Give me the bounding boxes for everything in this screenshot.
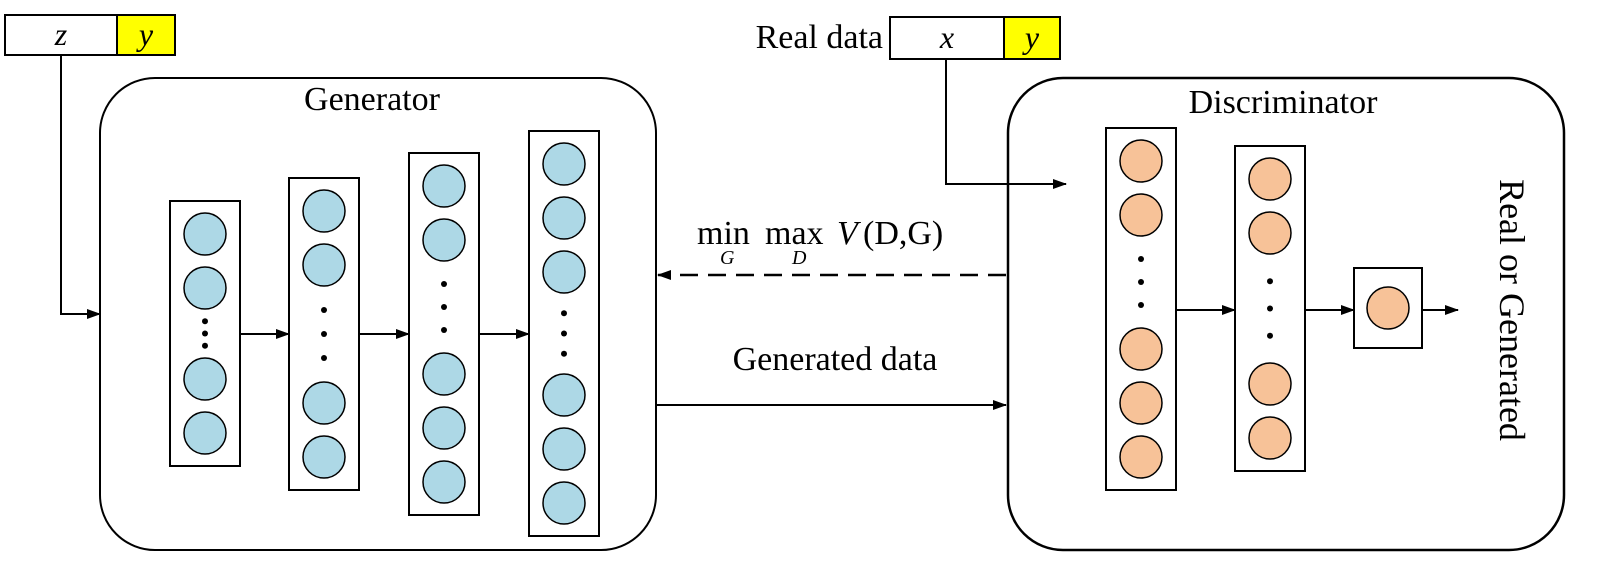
condition-y-label: y [136, 16, 154, 52]
real-condition-y-label: y [1022, 19, 1040, 55]
generator-neuron [422, 406, 466, 450]
objective-max-sub: D [791, 247, 807, 269]
objective-func: V [837, 215, 862, 252]
discriminator-neuron [1248, 416, 1292, 460]
generator-ellipsis-dot [202, 330, 208, 337]
generator-neuron [422, 164, 466, 208]
discriminator-neuron [1119, 381, 1163, 425]
generator-ellipsis-dot [441, 327, 447, 333]
generator-ellipsis-dot [441, 304, 447, 310]
generator-neuron [183, 357, 227, 401]
discriminator-ellipsis-dot [1138, 279, 1144, 285]
discriminator-box [1006, 76, 1566, 552]
discriminator-ellipsis-dot [1138, 256, 1144, 262]
network-layers [169, 127, 1459, 537]
noise-z-label: z [54, 16, 68, 52]
discriminator-ellipsis-dot [1138, 302, 1144, 308]
generator-ellipsis-dot [561, 330, 567, 337]
generator-ellipsis-dot [202, 342, 208, 349]
generator-ellipsis-dot [561, 350, 567, 357]
generator-input-box: z y [4, 14, 176, 56]
generator-ellipsis-dot [441, 281, 447, 287]
generator-neuron [542, 481, 586, 525]
discriminator-neuron [1119, 139, 1163, 183]
generator-neuron [542, 427, 586, 471]
generator-neuron [183, 411, 227, 455]
objective-min: min [697, 215, 750, 252]
generator-ellipsis-dot [321, 355, 327, 361]
generator-neuron [302, 189, 346, 233]
discriminator-ellipsis-dot [1267, 332, 1273, 339]
generator-ellipsis-dot [321, 331, 327, 337]
noise-input-arrow [60, 55, 101, 319]
generator-neuron [542, 142, 586, 186]
discriminator-neuron [1119, 327, 1163, 371]
discriminator-neuron [1248, 157, 1292, 201]
generator-neuron [542, 250, 586, 294]
discriminator-neuron [1119, 435, 1163, 479]
discriminator-neuron [1366, 286, 1410, 330]
generator-ellipsis-dot [202, 318, 208, 325]
generator-title: Generator [304, 81, 441, 118]
discriminator-title: Discriminator [1189, 84, 1379, 121]
objective-args: (D,G) [863, 215, 943, 252]
generator-neuron [422, 218, 466, 262]
generator-neuron [183, 212, 227, 256]
discriminator-layer-box [1105, 127, 1177, 491]
discriminator-neuron [1119, 193, 1163, 237]
output-label: Real or Generated [1492, 179, 1532, 441]
discriminator-input-box: x y [889, 16, 1061, 60]
objective-max: max [765, 215, 824, 252]
discriminator-neuron [1248, 362, 1292, 406]
generator-ellipsis-dot [321, 307, 327, 313]
real-data-label: Real data [756, 19, 883, 56]
generator-neuron [183, 266, 227, 310]
objective-min-sub: G [720, 247, 735, 269]
generator-neuron [422, 460, 466, 504]
discriminator-ellipsis-dot [1267, 278, 1273, 285]
real-x-label: x [939, 19, 954, 55]
real-data-arrow [945, 59, 1067, 189]
generator-neuron [542, 196, 586, 240]
generator-neuron [302, 435, 346, 479]
generated-data-label: Generated data [733, 341, 938, 378]
generator-ellipsis-dot [561, 310, 567, 317]
generator-neuron [422, 352, 466, 396]
generator-layer-box [408, 152, 480, 516]
discriminator-ellipsis-dot [1267, 305, 1273, 312]
generator-neuron [302, 381, 346, 425]
discriminator-neuron [1248, 211, 1292, 255]
generator-neuron [542, 373, 586, 417]
minimax-objective: min G max D V (D,G) [697, 215, 943, 269]
generator-neuron [302, 243, 346, 287]
